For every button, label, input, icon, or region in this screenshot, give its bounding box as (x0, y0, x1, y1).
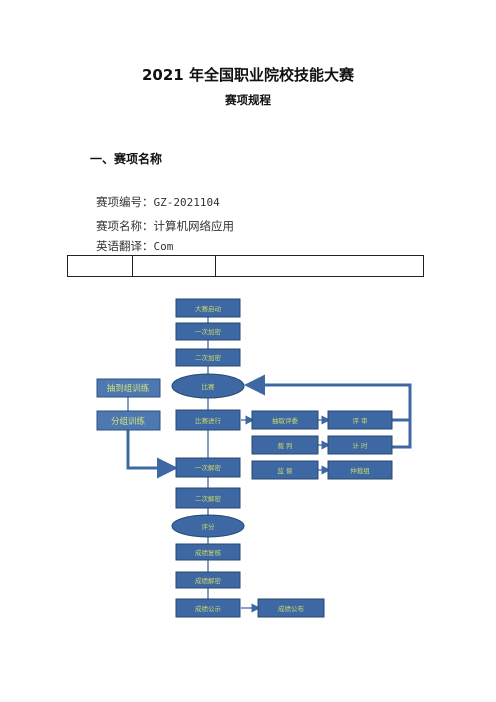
flow-box-text: 一次解密 (195, 463, 222, 472)
flow-box (327, 410, 393, 430)
flow-box (175, 298, 241, 318)
flow-box-text: 二次解密 (195, 494, 222, 503)
flow-box-text: 二次加密 (195, 353, 222, 362)
flow-box-text: 成绩解密 (195, 576, 222, 585)
name-label: 赛项名称： (96, 219, 154, 233)
flowchart: 大赛启动 一次加密 二次加密 比赛 比赛进行 一次解密 二次解密 评分 成绩复核… (96, 298, 412, 618)
eng-value: Com (153, 240, 174, 253)
flow-box-text: 比赛 (202, 382, 216, 391)
code-line: 赛项编号：GZ-2021104 (96, 194, 220, 210)
flow-box-text: 成绩公示 (195, 604, 222, 613)
table-row (67, 255, 424, 277)
flow-box-text: 仲裁组 (350, 466, 370, 475)
flow-box (175, 322, 241, 341)
flow-box-text: 抽取评委 (272, 416, 299, 425)
flow-box (96, 378, 161, 398)
flow-box (175, 543, 241, 561)
flow-box (175, 348, 241, 367)
table-cell (67, 255, 133, 277)
flow-box-text: 裁 判 (277, 441, 292, 450)
left-top-label: 抽到组训练 (107, 383, 150, 394)
flow-box-text: 监 督 (277, 466, 293, 475)
name-line: 赛项名称：计算机网络应用 (96, 218, 234, 234)
name-value: 计算机网络应用 (153, 219, 235, 233)
flow-box-text: 比赛进行 (195, 416, 222, 425)
table-cell (215, 255, 424, 277)
flow-box (327, 435, 393, 455)
flow-box-text: 成绩复核 (195, 548, 222, 557)
flow-box (251, 410, 319, 430)
flow-box (175, 487, 241, 509)
flow-box-text: 成绩公布 (278, 604, 305, 613)
left-arrow (126, 430, 178, 479)
table-cell (132, 255, 216, 277)
flow-box-text: 评分 (202, 522, 216, 531)
flow-box (96, 410, 161, 431)
eng-line: 英语翻译：Com (96, 238, 173, 254)
doc-title: 2021 年全国职业院校技能大赛 (142, 66, 354, 84)
eng-label: 英语翻译： (96, 239, 154, 253)
flow-box-text: 评 审 (352, 416, 367, 425)
flow-oval (171, 514, 245, 538)
flow-box (257, 598, 325, 618)
empty-table (67, 255, 424, 277)
flow-box (251, 460, 319, 480)
left-mid-label: 分组训练 (111, 416, 146, 427)
flow-box (327, 460, 393, 480)
flow-box (175, 571, 241, 589)
flow-box (175, 598, 241, 618)
code-label: 赛项编号： (96, 195, 154, 209)
flow-oval (171, 373, 245, 399)
doc-subtitle: 赛项规程 (225, 93, 271, 107)
code-value: GZ-2021104 (153, 196, 220, 209)
flow-box (175, 457, 241, 478)
flow-box-text: 计 时 (352, 441, 368, 450)
section-heading: 一、赛项名称 (90, 152, 163, 166)
flow-box (175, 409, 241, 431)
flow-box-text: 大赛启动 (195, 304, 222, 313)
flow-box (251, 435, 319, 455)
flow-box-text: 一次加密 (195, 327, 222, 336)
